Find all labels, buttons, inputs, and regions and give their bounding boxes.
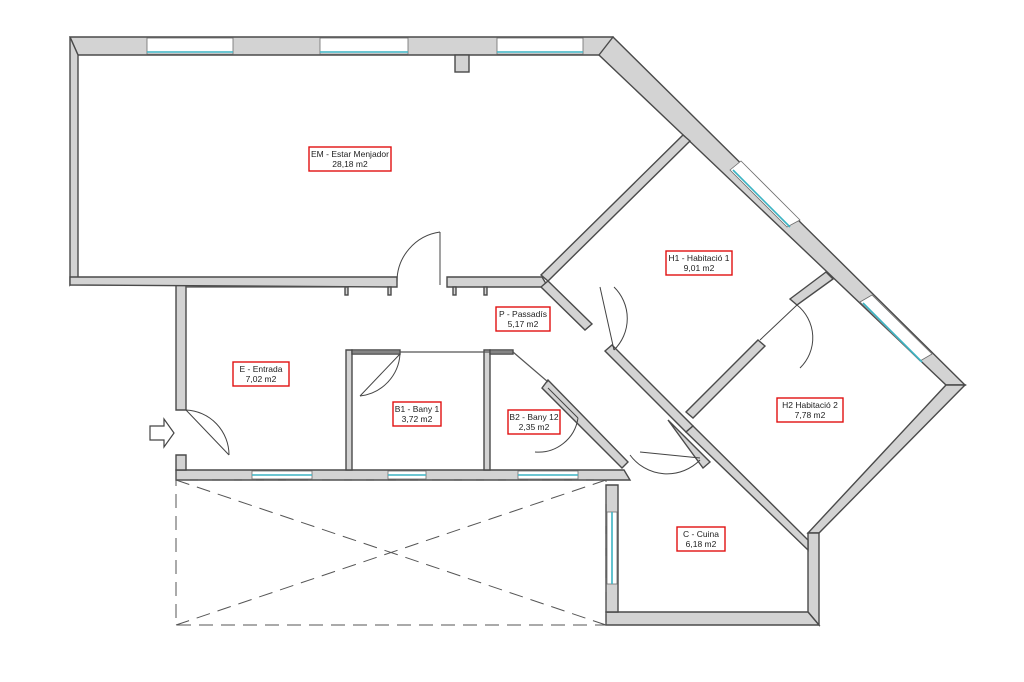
room-area: 9,01 m2 xyxy=(684,263,715,273)
wall-living-bottom-right xyxy=(446,276,550,288)
room-name: C - Cuina xyxy=(683,529,719,539)
room-name: P - Passadís xyxy=(499,309,547,319)
room-label-box xyxy=(665,250,733,276)
wall-h1-h2-upper xyxy=(788,271,835,306)
terrace xyxy=(175,479,607,626)
window-top-2 xyxy=(319,37,409,55)
stub-4 xyxy=(483,286,488,296)
room-name: B2 - Bany 12 xyxy=(509,412,558,422)
wall-bath2-diagonal xyxy=(541,378,629,469)
wall-left xyxy=(69,36,79,287)
room-name: B1 - Bany 1 xyxy=(395,404,440,414)
column xyxy=(454,54,470,73)
room-area: 7,02 m2 xyxy=(246,374,277,384)
wall-kitchen-door xyxy=(667,419,712,470)
room-label-box xyxy=(676,526,726,552)
room-area: 2,35 m2 xyxy=(519,422,550,432)
door-h1 xyxy=(599,286,615,351)
room-area: 6,18 m2 xyxy=(686,539,717,549)
room-label-box xyxy=(776,397,844,423)
room-label-h1: H1 - Habitació 19,01 m2 xyxy=(665,250,733,276)
wall-b1-left xyxy=(345,349,353,471)
room-area: 5,17 m2 xyxy=(508,319,539,329)
room-label-h2: H2 Habitació 27,78 m2 xyxy=(776,397,844,423)
arrow-right-icon xyxy=(149,417,175,449)
room-label-box xyxy=(392,401,442,427)
wall-h1-corridor xyxy=(539,280,594,331)
doors xyxy=(185,231,814,475)
room-label-b1: B1 - Bany 13,72 m2 xyxy=(392,401,442,427)
room-area: 28,18 m2 xyxy=(332,159,368,169)
door-h2 xyxy=(759,304,798,341)
room-name: EM - Estar Menjador xyxy=(311,149,389,159)
window-top-3 xyxy=(496,37,584,55)
window-h2 xyxy=(859,294,933,362)
room-label-box xyxy=(232,361,290,387)
windows xyxy=(146,37,933,585)
wall-entrance-lower xyxy=(175,454,187,471)
wall-kitchen-right xyxy=(807,532,820,627)
room-name: H2 Habitació 2 xyxy=(782,400,838,410)
door-bath-2 xyxy=(547,387,579,419)
room-label-box xyxy=(507,409,561,435)
stub-2 xyxy=(387,286,392,296)
wall-h2-kitchen xyxy=(684,425,809,552)
room-name: E - Entrada xyxy=(240,364,283,374)
room-area: 3,72 m2 xyxy=(402,414,433,424)
door-entrance xyxy=(185,409,230,456)
window-top-1 xyxy=(146,37,234,55)
wall-living-bottom-left xyxy=(69,276,398,288)
interior-walls xyxy=(344,134,835,552)
door-kitchen xyxy=(639,451,701,459)
wall-kitchen-bottom xyxy=(605,611,821,626)
wall-b1-b2 xyxy=(483,349,491,471)
stub-1 xyxy=(344,286,349,296)
door-bath-1 xyxy=(359,353,401,397)
room-name: H1 - Habitació 1 xyxy=(669,253,730,263)
window-h1 xyxy=(729,160,801,228)
wall-entrance-upper xyxy=(175,284,187,411)
stub-3 xyxy=(452,286,457,296)
room-label-box xyxy=(495,306,551,332)
wall-h1-h2-lower xyxy=(684,339,767,419)
room-label-box xyxy=(308,146,392,172)
room-area: 7,78 m2 xyxy=(795,410,826,420)
room-label-b2: B2 - Bany 122,35 m2 xyxy=(507,409,561,435)
wall-h1-corridor-2 xyxy=(603,344,695,433)
